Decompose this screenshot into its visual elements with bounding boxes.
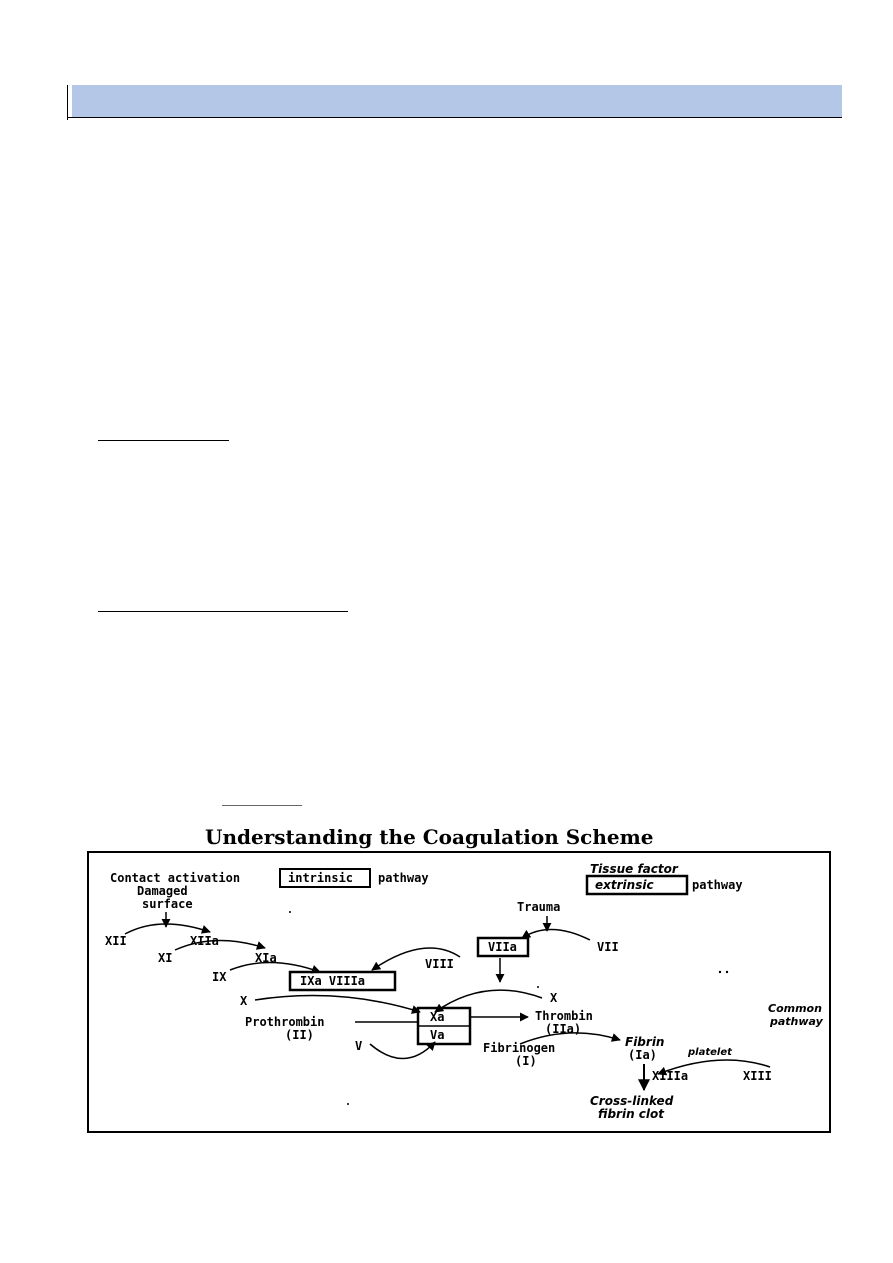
factor-ixa-viiia: IXa VIIIa	[300, 974, 365, 988]
diagram-title: Understanding the Coagulation Scheme	[205, 825, 654, 849]
factor-ix: IX	[212, 970, 227, 984]
header-left-border	[67, 85, 68, 120]
tissue-factor-label: Tissue factor	[590, 862, 679, 876]
factor-va: Va	[430, 1028, 444, 1042]
platelet-label: platelet	[687, 1047, 733, 1058]
surface-label: surface	[142, 897, 193, 911]
ixa-viiia-box	[288, 970, 397, 992]
thrombin-label: Thrombin	[535, 1009, 593, 1023]
header-bottom-border	[67, 117, 842, 118]
extrinsic-box	[585, 874, 689, 896]
factor-v: V	[355, 1039, 362, 1053]
figure-top-rule	[222, 805, 302, 806]
factor-xia: XIa	[255, 951, 277, 965]
factor-viii: VIII	[425, 957, 454, 971]
extrinsic-label: extrinsic	[595, 878, 654, 892]
extrinsic-suffix: pathway	[692, 878, 743, 892]
factor-viia: VIIa	[488, 940, 517, 954]
heading-underline-2	[98, 611, 348, 612]
crosslinked-label: Cross-linked	[590, 1094, 674, 1108]
viia-box	[476, 936, 530, 958]
diagram-frame	[87, 851, 831, 1133]
prothrombin-number: (II)	[285, 1028, 314, 1042]
common-label: Common	[768, 1002, 822, 1015]
intrinsic-suffix: pathway	[378, 871, 429, 885]
fibrin-number: (Ia)	[628, 1048, 657, 1062]
factor-x-right: X	[550, 991, 558, 1005]
factor-xiiia: XIIIa	[652, 1069, 688, 1083]
fibrin-clot-label: fibrin clot	[598, 1107, 665, 1121]
intrinsic-prefix: Contact activation	[110, 871, 240, 885]
fibrinogen-label: Fibrinogen	[483, 1041, 555, 1055]
fibrinogen-number: (I)	[515, 1054, 537, 1068]
pathway-label: pathway	[769, 1015, 824, 1028]
factor-xiii: XIII	[743, 1069, 772, 1083]
damaged-label: Damaged	[137, 884, 188, 898]
factor-vii: VII	[597, 940, 619, 954]
prothrombin-label: Prothrombin	[245, 1015, 324, 1029]
factor-xii: XII	[105, 934, 127, 948]
fibrin-label: Fibrin	[625, 1035, 664, 1049]
factor-xi: XI	[158, 951, 172, 965]
factor-xa: Xa	[430, 1010, 444, 1024]
heading-underline-1	[98, 440, 229, 441]
intrinsic-box	[279, 868, 371, 888]
trauma-label: Trauma	[517, 900, 560, 914]
intrinsic-label: intrinsic	[288, 871, 353, 885]
coagulation-diagram: Understanding the Coagulation Scheme Con…	[80, 812, 840, 1137]
section-header-bar	[72, 85, 842, 118]
factor-x-left: X	[240, 994, 248, 1008]
